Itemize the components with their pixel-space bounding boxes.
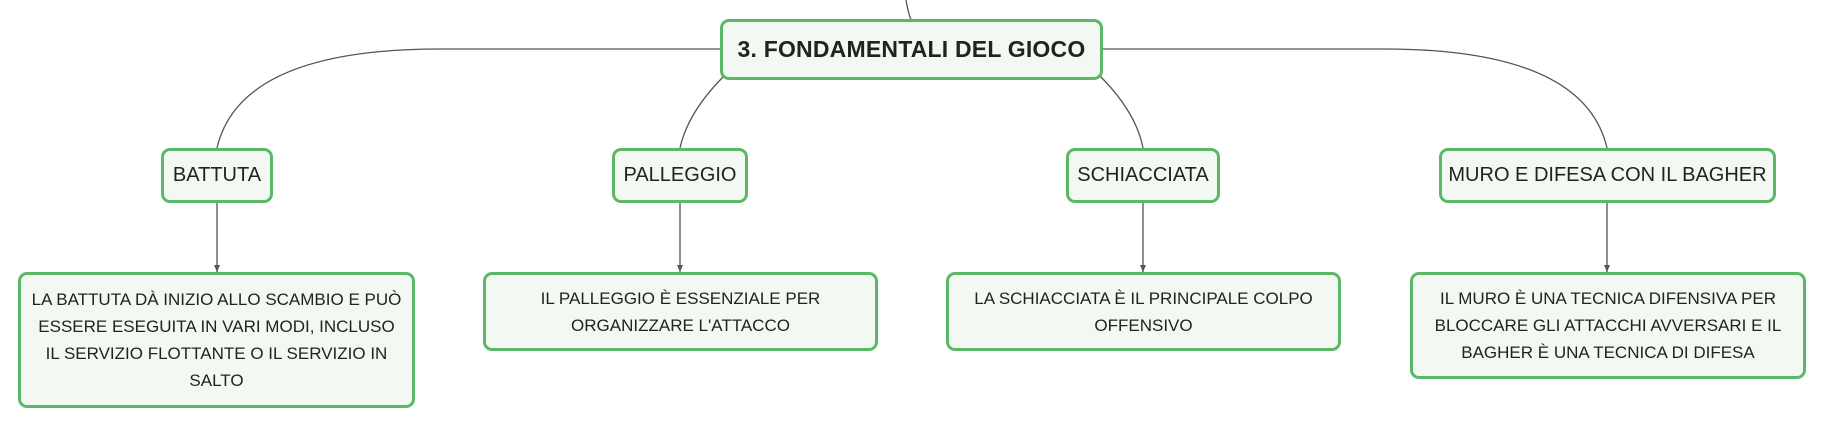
connector-root-battuta [216,48,722,149]
description-node-palleggio[interactable]: IL PALLEGGIO È ESSENZIALE PER ORGANIZZAR… [483,272,878,351]
description-node-schiacciata[interactable]: LA SCHIACCIATA È IL PRINCIPALE COLPO OFF… [946,272,1341,351]
topic-node-palleggio[interactable]: PALLEGGIO [612,148,748,203]
description-text: LA BATTUTA DÀ INIZIO ALLO SCAMBIO E PUÒ … [31,290,402,390]
topic-label: PALLEGGIO [623,164,737,186]
topic-label: MURO E DIFESA CON IL BAGHER [1448,164,1767,186]
connector-root-schiacciata [1099,75,1144,149]
topic-label: BATTUTA [172,164,262,186]
topic-node-muro-difesa-bagher[interactable]: MURO E DIFESA CON IL BAGHER [1439,148,1776,203]
connector-root-palleggio [679,75,725,149]
connector-parent [905,0,912,21]
description-node-battuta[interactable]: LA BATTUTA DÀ INIZIO ALLO SCAMBIO E PUÒ … [18,272,415,408]
description-node-muro-difesa-bagher[interactable]: IL MURO È UNA TECNICA DIFENSIVA PER BLOC… [1410,272,1806,379]
root-node[interactable]: 3. FONDAMENTALI DEL GIOCO [720,19,1103,80]
topic-node-schiacciata[interactable]: SCHIACCIATA [1066,148,1220,203]
connector-root-muro [1102,48,1608,149]
description-text: IL PALLEGGIO È ESSENZIALE PER ORGANIZZAR… [540,288,821,335]
description-text: LA SCHIACCIATA È IL PRINCIPALE COLPO OFF… [974,288,1313,335]
root-title: 3. FONDAMENTALI DEL GIOCO [737,36,1086,62]
topic-node-battuta[interactable]: BATTUTA [161,148,273,203]
topic-label: SCHIACCIATA [1077,164,1209,186]
description-text: IL MURO È UNA TECNICA DIFENSIVA PER BLOC… [1434,289,1782,362]
